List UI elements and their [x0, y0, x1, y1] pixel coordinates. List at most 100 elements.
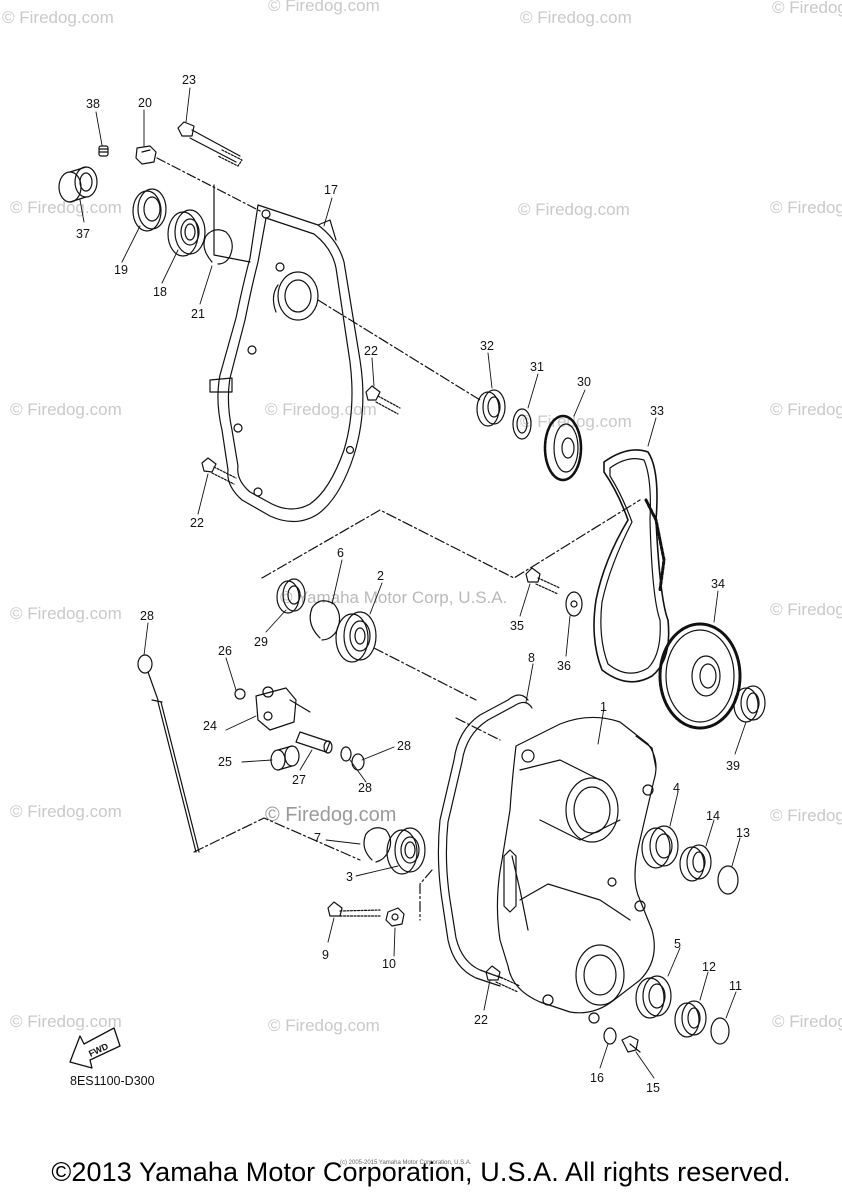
- callout-31: 29: [254, 635, 268, 649]
- circlip-6: [309, 600, 341, 641]
- plug-40: [98, 145, 109, 157]
- collar-41: [733, 685, 766, 723]
- callout-18: 18: [153, 285, 167, 299]
- callout-27: 27: [292, 773, 306, 787]
- fwd-arrow-icon: [69, 1027, 121, 1069]
- watermark: © Firedog.com: [268, 1016, 380, 1035]
- collar-31: [276, 578, 306, 614]
- callout-28: 26: [218, 644, 232, 658]
- callout-38: 36: [557, 659, 571, 673]
- callout-34: 32: [480, 339, 494, 353]
- shaft-27: [295, 731, 333, 754]
- washer-38: [565, 591, 583, 617]
- watermark: © Firedog.com: [10, 1012, 122, 1031]
- diagram-code: 8ES1100-D300: [70, 1074, 155, 1088]
- watermark: © Firedog.com: [772, 1012, 842, 1031]
- spacer-34: [476, 389, 506, 427]
- watermark: © Firedog.com: [770, 400, 842, 419]
- watermark: © Firedog.com: [265, 400, 377, 419]
- watermark-corp: © Yamaha Motor Corp, U.S.A.: [280, 588, 508, 607]
- callout-16: 16: [590, 1071, 604, 1085]
- callout-35: 33: [650, 404, 664, 418]
- callout-20: 20: [138, 96, 152, 110]
- callout-10: 10: [382, 957, 396, 971]
- washer-33: [512, 408, 532, 440]
- bolt-24: [177, 121, 243, 167]
- bearing-18: [167, 209, 206, 257]
- washer-29: [340, 746, 352, 762]
- bearing-3: [386, 827, 426, 875]
- gear-36: [658, 622, 742, 730]
- callout-22: 22: [190, 516, 204, 530]
- seal-4: [641, 825, 679, 869]
- watermark: © Firedog.com: [518, 200, 630, 219]
- collar-12: [674, 1000, 707, 1038]
- circlip-21: [203, 229, 233, 265]
- sleeve-26: [270, 745, 300, 771]
- watermark: © Firedog.com: [10, 604, 122, 623]
- copyright-notice: ©2013 Yamaha Motor Corporation, U.S.A. A…: [51, 1157, 791, 1187]
- callout-11: 11: [729, 979, 742, 993]
- watermark: © Firedog.com: [10, 802, 122, 821]
- screw-15: [621, 1035, 641, 1053]
- callout-12: 12: [702, 960, 716, 974]
- clip-28b: [351, 753, 365, 771]
- callout-5: 5: [674, 937, 681, 951]
- callout-2: 2: [377, 569, 384, 583]
- watermark: © Firedog.com: [520, 8, 632, 27]
- callout-4: 4: [673, 781, 680, 795]
- fine-print: (c) 2005-2015 Yamaha Motor Corporation, …: [340, 1160, 472, 1166]
- callout-24: 23: [182, 73, 196, 87]
- watermark: © Firedog.com: [2, 8, 114, 27]
- cap-39: [58, 166, 98, 203]
- bolt-37: [525, 567, 561, 595]
- callout-23: 22: [474, 1013, 488, 1027]
- washer-16: [603, 1027, 617, 1045]
- chain-35: [593, 449, 670, 683]
- callout-14: 14: [706, 809, 720, 823]
- callout-28: 28: [397, 739, 411, 753]
- callout-13: 13: [736, 826, 750, 840]
- cap-nut-20: [135, 145, 157, 165]
- watermark: © Firedog.com: [772, 0, 842, 17]
- callout-21: 21: [191, 307, 205, 321]
- sprocket-32: [543, 414, 583, 482]
- callout-8: 8: [528, 651, 535, 665]
- callout-3: 3: [346, 870, 353, 884]
- callout-25: 24: [203, 719, 217, 733]
- callout-22: 22: [364, 344, 378, 358]
- bolt-9: [327, 901, 381, 917]
- callout-17: 17: [324, 183, 338, 197]
- watermark: © Firedog.com: [520, 412, 632, 431]
- o-ring-13: [717, 865, 739, 895]
- circlip-7: [363, 827, 392, 863]
- o-ring-11: [710, 1017, 730, 1045]
- watermark: © Firedog.com: [770, 806, 842, 825]
- callout-33: 31: [530, 360, 544, 374]
- upper-case-cover: [209, 204, 364, 523]
- callout-41: 39: [726, 759, 740, 773]
- callout-26: 25: [218, 755, 232, 769]
- callout-7: 7: [314, 831, 321, 845]
- callout-40: 38: [86, 97, 100, 111]
- callout-9: 9: [322, 948, 329, 962]
- callout-37: 35: [510, 619, 524, 633]
- bolt-22b: [201, 457, 237, 485]
- watermark: © Firedog.com: [770, 198, 842, 217]
- nut-10: [385, 907, 405, 927]
- callout-19: 19: [114, 263, 128, 277]
- seal-5: [635, 975, 672, 1019]
- lever-25: [255, 686, 311, 731]
- watermark: © Firedog.com: [10, 400, 122, 419]
- callout-30: 28: [140, 609, 154, 623]
- callout-36: 34: [711, 577, 725, 591]
- callout-29: 28: [358, 781, 372, 795]
- callout-39: 37: [76, 227, 90, 241]
- dipstick-30: [137, 654, 200, 853]
- callout-6: 6: [337, 546, 344, 560]
- watermark: © Firedog.com: [268, 0, 380, 15]
- collar-14: [679, 844, 712, 882]
- watermark: © Firedog.com: [10, 198, 122, 217]
- gasket-8: [437, 694, 533, 987]
